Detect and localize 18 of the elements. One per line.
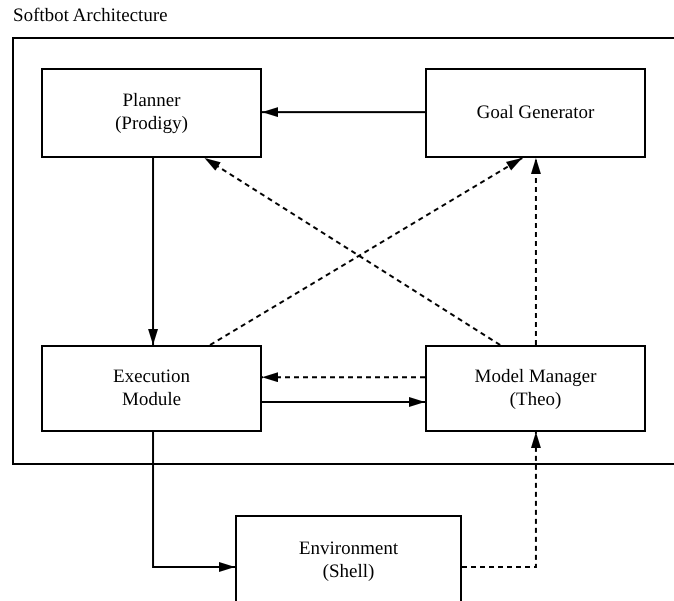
arrow <box>262 107 425 118</box>
box-label: Model Manager (Theo) <box>474 366 598 412</box>
box-label: Planner (Prodigy) <box>114 90 189 136</box>
process-box <box>425 345 646 432</box>
process-box <box>235 515 462 601</box>
process-box <box>41 68 262 158</box>
box-label: Environment (Shell) <box>298 538 400 584</box>
box-label: Goal Generator <box>476 102 594 124</box>
dashed-arrow <box>530 158 541 345</box>
frame-heading: Softbot Architecture <box>13 4 168 28</box>
arrow <box>262 396 425 407</box>
dashed-arrow <box>462 432 541 568</box>
dashed-arrow <box>262 372 425 382</box>
process-box <box>41 345 262 432</box>
arrow <box>148 158 158 345</box>
arrow <box>152 432 235 572</box>
process-box <box>425 68 646 158</box>
box-label: Execution Module <box>112 366 192 412</box>
